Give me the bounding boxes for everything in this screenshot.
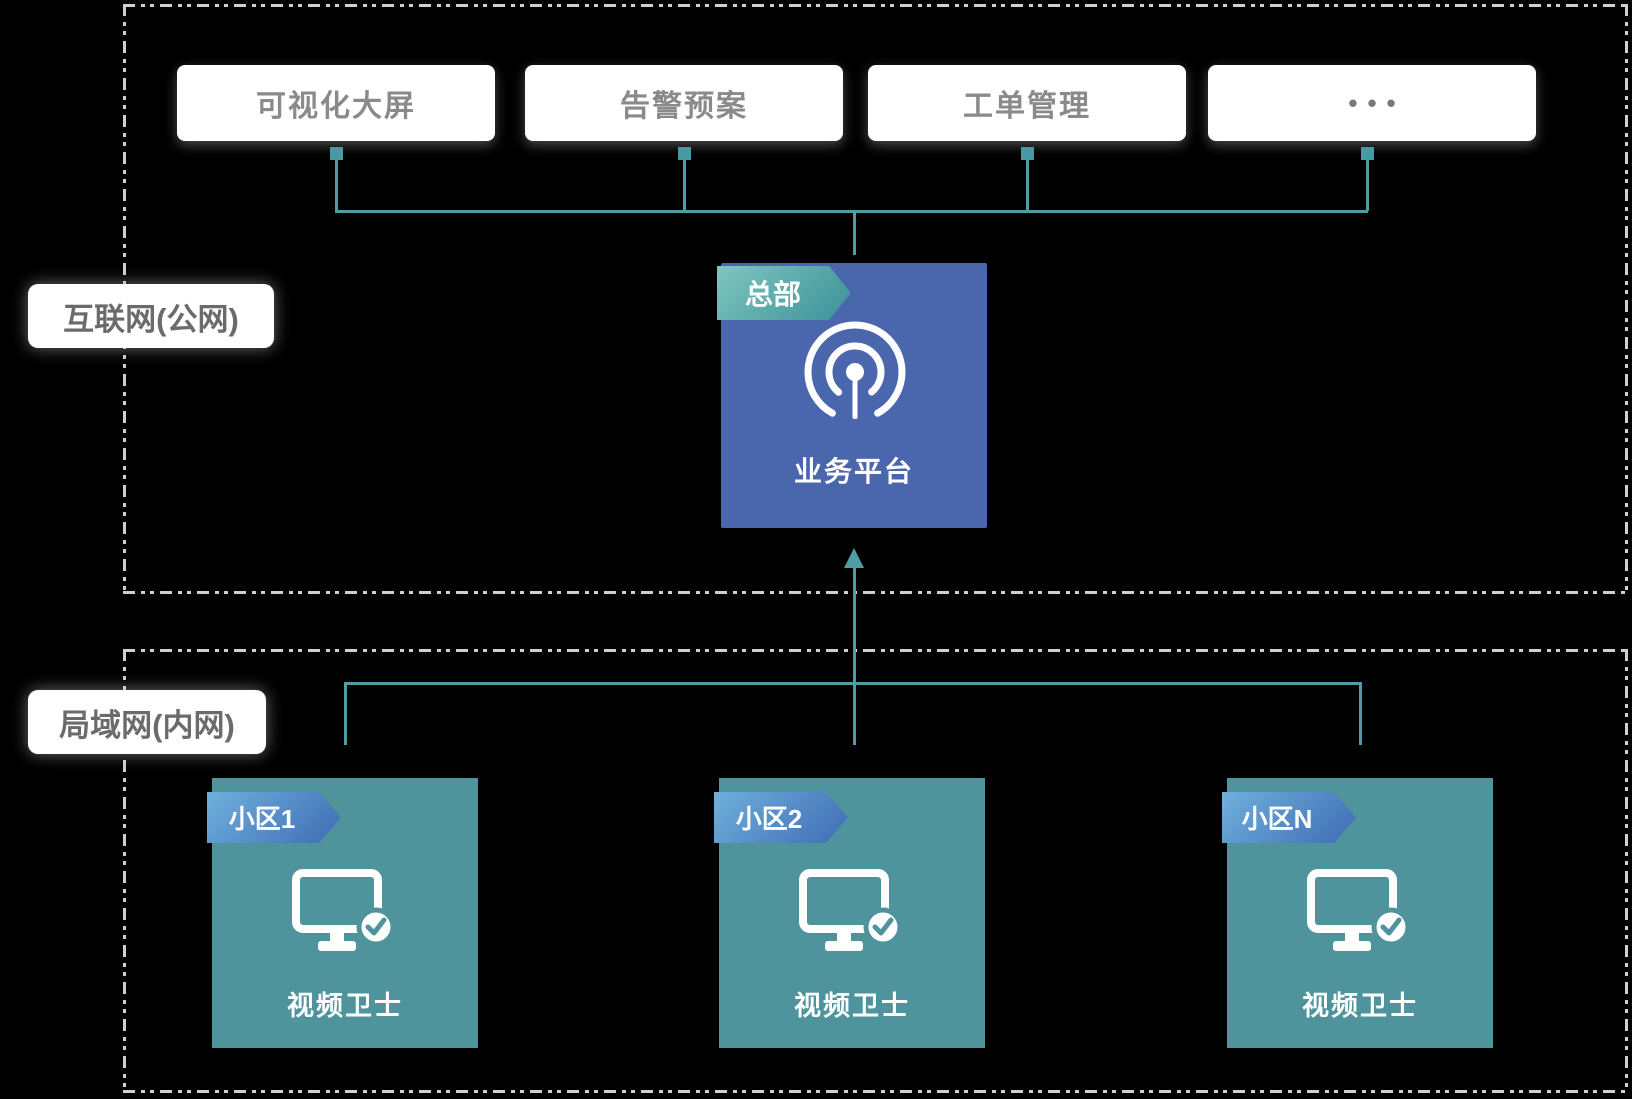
- connector-bus-bottom: [344, 682, 1362, 685]
- module-box-visualization: 可视化大屏: [177, 65, 495, 141]
- connector-line: [335, 160, 338, 211]
- platform-label: 业务平台: [793, 456, 914, 487]
- region-label-lan-text: 局域网(内网): [59, 707, 235, 743]
- connector-line: [344, 682, 347, 745]
- region-label-lan: 局域网(内网): [28, 690, 266, 754]
- public-region-border-bottom: [123, 591, 1628, 594]
- hq-tag-text: 总部: [744, 279, 801, 310]
- lan-region-border-right: [1625, 649, 1628, 1093]
- module-label: 告警预案: [620, 90, 748, 123]
- connector-node-icon: [1021, 147, 1034, 160]
- connector-line-center: [853, 566, 856, 745]
- region-label-public: 互联网(公网): [28, 284, 274, 348]
- connector-line: [853, 210, 856, 255]
- community-tag-text: 小区1: [228, 804, 296, 834]
- connector-node-icon: [678, 147, 691, 160]
- monitor-check-icon: [1307, 869, 1411, 951]
- connector-line: [1359, 682, 1362, 745]
- lan-region-border-bottom: [123, 1090, 1628, 1093]
- public-region-border-right: [1625, 4, 1628, 594]
- module-box-work-order: 工单管理: [868, 65, 1186, 141]
- community-tag-banner: 小区1: [207, 792, 341, 843]
- module-label: 工单管理: [963, 90, 1091, 123]
- module-box-alarm-plan: 告警预案: [525, 65, 843, 141]
- community-label: 视频卫士: [794, 991, 910, 1021]
- module-box-more: •••: [1208, 65, 1536, 141]
- community-tag-text: 小区N: [1241, 804, 1313, 834]
- community-tag-banner: 小区2: [714, 792, 848, 843]
- connector-bus-top: [335, 210, 1368, 213]
- lan-region-border-top: [123, 649, 1628, 652]
- community-label: 视频卫士: [287, 991, 403, 1021]
- broadcast-icon: [804, 321, 906, 423]
- connector-line: [1366, 160, 1369, 211]
- public-region-border-top: [123, 4, 1628, 7]
- community-tag-text: 小区2: [735, 804, 803, 834]
- monitor-check-icon: [292, 869, 396, 951]
- ellipsis-icon: •••: [1348, 87, 1406, 118]
- community-tag-banner: 小区N: [1222, 792, 1356, 843]
- connector-node-icon: [330, 147, 343, 160]
- region-label-public-text: 互联网(公网): [63, 301, 239, 337]
- arrow-up-icon: [844, 548, 864, 568]
- module-label: 可视化大屏: [256, 90, 416, 123]
- hq-tag-banner: 总部: [717, 266, 851, 320]
- connector-line: [683, 160, 686, 211]
- connector-line: [1026, 160, 1029, 211]
- connector-node-icon: [1361, 147, 1374, 160]
- monitor-check-icon: [799, 869, 903, 951]
- lan-region-border-left: [123, 649, 126, 1093]
- community-label: 视频卫士: [1302, 991, 1418, 1021]
